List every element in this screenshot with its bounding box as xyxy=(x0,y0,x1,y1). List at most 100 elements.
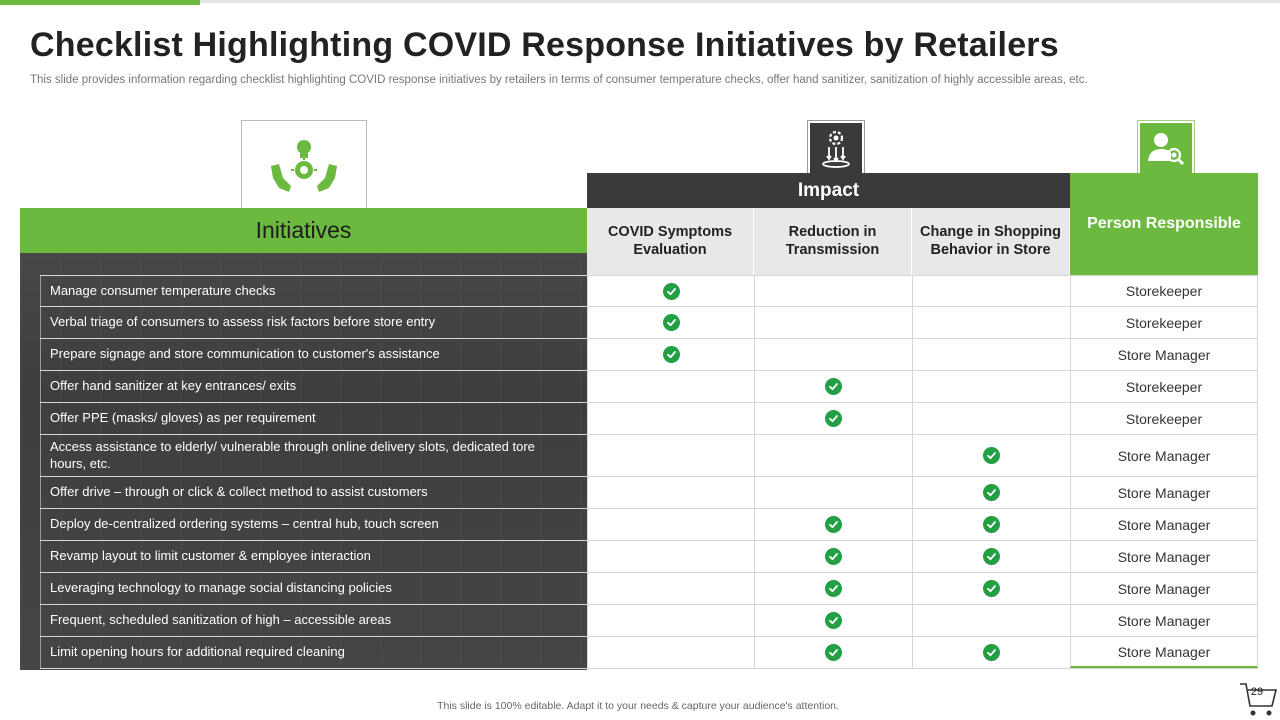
table-row: Offer hand sanitizer at key entrances/ e… xyxy=(40,371,1258,403)
table-row: Deploy de-centralized ordering systems –… xyxy=(40,509,1258,541)
person-cell: Storekeeper xyxy=(1070,307,1258,338)
check-cell-shopping-behavior xyxy=(912,339,1070,370)
initiative-cell: Leveraging technology to manage social d… xyxy=(40,573,587,604)
initiative-cell: Prepare signage and store communication … xyxy=(40,339,587,370)
initiative-cell: Revamp layout to limit customer & employ… xyxy=(40,541,587,572)
check-cell-reduction-transmission xyxy=(754,339,912,370)
person-cell: Store Manager xyxy=(1070,605,1258,636)
check-circle-icon xyxy=(825,644,842,661)
table-row: Leveraging technology to manage social d… xyxy=(40,573,1258,605)
lightbulb-hands-gear-icon xyxy=(241,120,367,210)
check-cell-covid-symptoms xyxy=(587,371,754,402)
check-cell-reduction-transmission xyxy=(754,403,912,434)
person-cell: Storekeeper xyxy=(1070,403,1258,434)
check-cell-shopping-behavior xyxy=(912,477,1070,508)
person-cell: Store Manager xyxy=(1070,573,1258,604)
check-cell-covid-symptoms xyxy=(587,307,754,338)
person-cell: Storekeeper xyxy=(1070,371,1258,402)
check-circle-icon xyxy=(825,410,842,427)
check-cell-covid-symptoms xyxy=(587,276,754,306)
person-cell: Store Manager xyxy=(1070,477,1258,508)
check-cell-covid-symptoms xyxy=(587,637,754,668)
check-cell-covid-symptoms xyxy=(587,339,754,370)
initiative-cell: Manage consumer temperature checks xyxy=(40,276,587,306)
check-cell-covid-symptoms xyxy=(587,509,754,540)
gear-arrows-icon xyxy=(807,120,865,178)
person-cell: Store Manager xyxy=(1070,637,1258,668)
person-cell: Store Manager xyxy=(1070,541,1258,572)
check-cell-reduction-transmission xyxy=(754,509,912,540)
person-cell: Store Manager xyxy=(1070,509,1258,540)
initiative-cell: Offer PPE (masks/ gloves) as per require… xyxy=(40,403,587,434)
check-cell-shopping-behavior xyxy=(912,541,1070,572)
table-row: Prepare signage and store communication … xyxy=(40,339,1258,371)
shopping-cart-icon: 29 xyxy=(1238,680,1278,720)
person-responsible-header: Person Responsible xyxy=(1070,173,1258,275)
check-cell-reduction-transmission xyxy=(754,605,912,636)
check-cell-covid-symptoms xyxy=(587,435,754,476)
initiative-cell: Access assistance to elderly/ vulnerable… xyxy=(40,435,587,476)
check-cell-reduction-transmission xyxy=(754,477,912,508)
page-subtitle: This slide provides information regardin… xyxy=(30,74,1088,86)
check-cell-reduction-transmission xyxy=(754,276,912,306)
check-cell-reduction-transmission xyxy=(754,637,912,668)
check-cell-covid-symptoms xyxy=(587,403,754,434)
table-row: Verbal triage of consumers to assess ris… xyxy=(40,307,1258,339)
check-circle-icon xyxy=(662,346,680,363)
table-row: Access assistance to elderly/ vulnerable… xyxy=(40,435,1258,477)
check-cell-reduction-transmission xyxy=(754,541,912,572)
check-cell-shopping-behavior xyxy=(912,307,1070,338)
page-number: 29 xyxy=(1250,686,1264,698)
check-cell-covid-symptoms xyxy=(587,605,754,636)
check-cell-shopping-behavior xyxy=(912,371,1070,402)
top-accent-bar xyxy=(0,0,200,5)
table-row: Limit opening hours for additional requi… xyxy=(40,637,1258,669)
check-circle-icon xyxy=(983,548,1000,565)
initiative-cell: Deploy de-centralized ordering systems –… xyxy=(40,509,587,540)
check-cell-covid-symptoms xyxy=(587,541,754,572)
check-cell-covid-symptoms xyxy=(587,477,754,508)
check-circle-icon xyxy=(662,282,680,300)
initiative-cell: Frequent, scheduled sanitization of high… xyxy=(40,605,587,636)
check-circle-icon xyxy=(825,516,842,533)
check-circle-icon xyxy=(983,447,1000,464)
table-row: Offer PPE (masks/ gloves) as per require… xyxy=(40,403,1258,435)
table-row: Frequent, scheduled sanitization of high… xyxy=(40,605,1258,637)
initiative-cell: Offer hand sanitizer at key entrances/ e… xyxy=(40,371,587,402)
check-cell-shopping-behavior xyxy=(912,509,1070,540)
impact-header: Impact xyxy=(587,173,1070,208)
check-circle-icon xyxy=(983,516,1000,533)
check-circle-icon xyxy=(825,612,842,629)
initiative-cell: Limit opening hours for additional requi… xyxy=(40,637,587,668)
column-header-shopping-behavior: Change in Shopping Behavior in Store xyxy=(912,208,1070,275)
initiatives-background-panel xyxy=(20,208,587,670)
check-cell-shopping-behavior xyxy=(912,403,1070,434)
check-cell-shopping-behavior xyxy=(912,276,1070,306)
column-header-covid-symptoms: COVID Symptoms Evaluation xyxy=(587,208,754,275)
person-cell: Store Manager xyxy=(1070,435,1258,476)
check-cell-covid-symptoms xyxy=(587,573,754,604)
initiative-cell: Verbal triage of consumers to assess ris… xyxy=(40,307,587,338)
check-circle-icon xyxy=(983,484,1000,501)
table-row: Offer drive – through or click & collect… xyxy=(40,477,1258,509)
initiative-cell: Offer drive – through or click & collect… xyxy=(40,477,587,508)
check-cell-reduction-transmission xyxy=(754,307,912,338)
check-circle-icon xyxy=(983,580,1000,597)
check-circle-icon xyxy=(825,580,842,597)
check-circle-icon xyxy=(662,314,680,331)
page-title: Checklist Highlighting COVID Response In… xyxy=(30,26,1059,64)
initiatives-header: Initiatives xyxy=(20,208,587,253)
check-cell-reduction-transmission xyxy=(754,573,912,604)
check-cell-shopping-behavior xyxy=(912,605,1070,636)
check-circle-icon xyxy=(825,378,842,395)
person-cell: Store Manager xyxy=(1070,339,1258,370)
column-header-reduction-transmission: Reduction in Transmission xyxy=(754,208,912,275)
footer-note: This slide is 100% editable. Adapt it to… xyxy=(437,700,839,712)
check-cell-shopping-behavior xyxy=(912,637,1070,668)
user-search-icon xyxy=(1137,120,1195,178)
check-cell-reduction-transmission xyxy=(754,371,912,402)
check-cell-reduction-transmission xyxy=(754,435,912,476)
table-row: Revamp layout to limit customer & employ… xyxy=(40,541,1258,573)
